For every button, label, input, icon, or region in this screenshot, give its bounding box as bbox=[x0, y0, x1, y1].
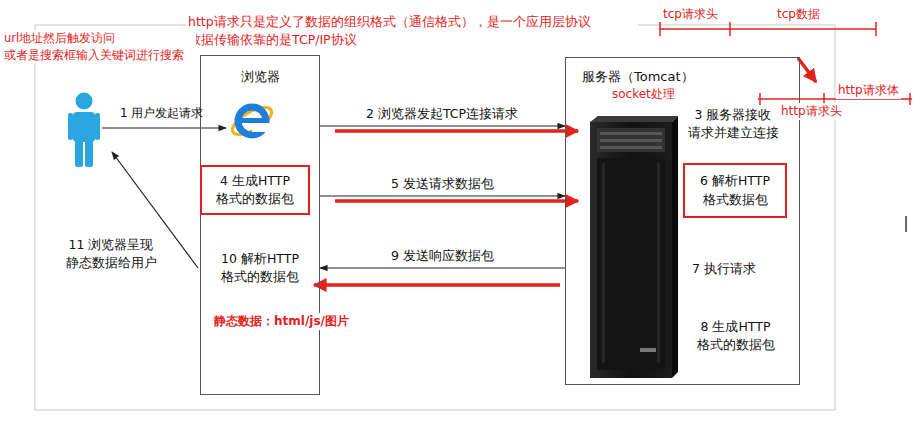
annotation-text: tcp数据 bbox=[777, 6, 820, 23]
step-text: 8 生成HTTP 格式的数据包 bbox=[688, 318, 783, 354]
step-label: 11 浏览器呈现 静态数据给用户 bbox=[55, 236, 167, 272]
step-label: 1 用户发起请求 bbox=[120, 105, 203, 122]
annotation-text: url地址然后触发访问 或者是搜索框输入关键词进行搜索 bbox=[2, 30, 196, 63]
step-text: 4 生成HTTP 格式的数据包 bbox=[207, 172, 303, 208]
red-pointer bbox=[798, 58, 816, 82]
annotation-text: tcp请求头 bbox=[663, 6, 718, 23]
flow-arrow bbox=[320, 267, 565, 268]
flow-arrow bbox=[320, 195, 565, 196]
red-arrow bbox=[335, 129, 578, 133]
annotation-text: http请求体 bbox=[836, 82, 901, 99]
server-box: 服务器（Tomcat）socket处理 3 服务器接收 请求并建立连接 7 执行请求… bbox=[565, 57, 800, 385]
process-box: 6 解析HTTP 格式数据包 bbox=[683, 163, 787, 218]
flow-arrow bbox=[320, 125, 565, 126]
stray-mark bbox=[905, 216, 907, 232]
annotation-text: http请求头 bbox=[779, 103, 844, 120]
note-text: socket处理 bbox=[612, 86, 675, 103]
request-arrow bbox=[102, 127, 226, 128]
process-box: 4 生成HTTP 格式的数据包 bbox=[200, 165, 310, 215]
step-text: 3 服务器接收 请求并建立连接 bbox=[683, 106, 783, 142]
edge-label: 2 浏览器发起TCP连接请求 bbox=[364, 105, 520, 123]
tcp-bracket bbox=[660, 22, 876, 36]
step-text: 6 解析HTTP 格式数据包 bbox=[690, 172, 780, 208]
note-text: 静态数据：html/js/图片 bbox=[212, 313, 351, 330]
red-arrow bbox=[335, 199, 578, 203]
browser-box: 浏览器10 解析HTTP 格式的数据包静态数据：html/js/图片4 生成HT… bbox=[200, 55, 320, 395]
outer-frame bbox=[35, 25, 835, 410]
server-tower bbox=[590, 116, 678, 378]
edge-label: 9 发送响应数据包 bbox=[389, 247, 496, 265]
browser-icon bbox=[228, 102, 275, 140]
annotation-text: http请求只是定义了数据的组织格式（通信格式），是一个应用层协议 数据传输依靠… bbox=[186, 13, 638, 49]
box-title: 浏览器 bbox=[201, 68, 319, 87]
step-text: 10 解析HTTP 格式的数据包 bbox=[210, 250, 310, 286]
step-text: 7 执行请求 bbox=[692, 260, 756, 278]
box-title: 服务器（Tomcat） bbox=[582, 68, 694, 87]
edge-label: 5 发送请求数据包 bbox=[389, 175, 496, 193]
red-arrow bbox=[314, 283, 560, 287]
user-figure bbox=[68, 93, 100, 168]
